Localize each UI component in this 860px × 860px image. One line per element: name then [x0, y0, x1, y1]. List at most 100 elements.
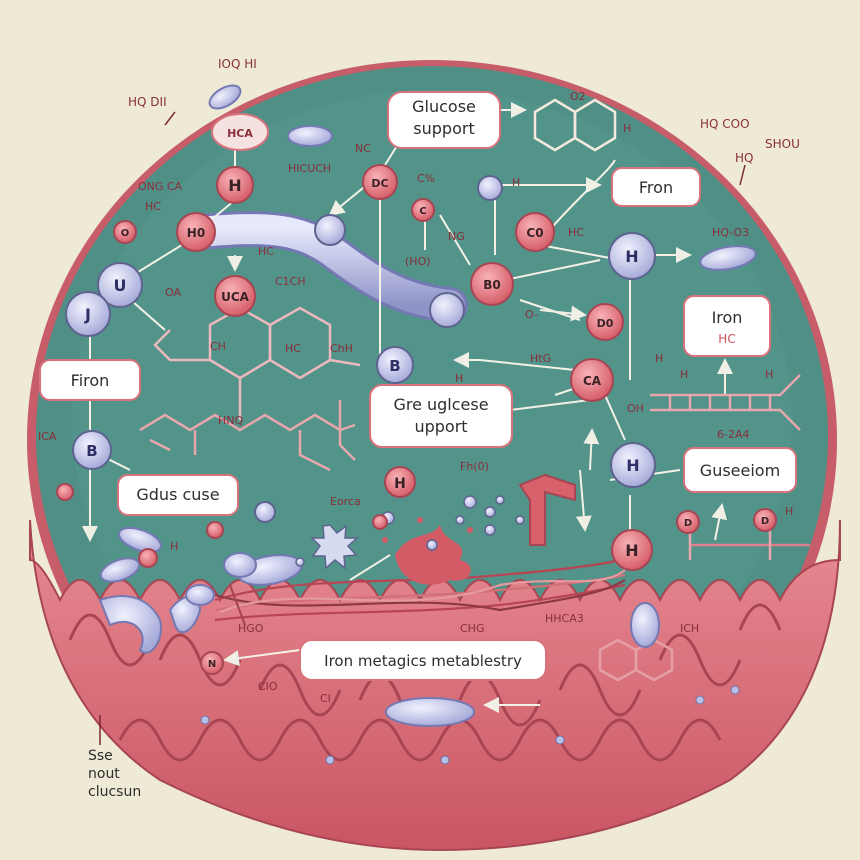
svg-text:O2: O2	[570, 90, 586, 103]
svg-text:HC: HC	[718, 332, 735, 346]
svg-text:HGO: HGO	[238, 622, 264, 635]
svg-text:CH: CH	[210, 340, 226, 353]
node-c-small: C	[411, 198, 435, 222]
label-gdus-cuse: Gdus cuse	[117, 474, 239, 516]
node-b0: B0	[470, 262, 514, 306]
node-h-bottom: H	[384, 466, 416, 498]
svg-text:B0: B0	[483, 278, 501, 292]
svg-text:Glucose: Glucose	[412, 97, 476, 116]
svg-text:Eorca: Eorca	[330, 495, 361, 508]
svg-text:IOQ HI: IOQ HI	[218, 57, 257, 71]
svg-text:B: B	[86, 442, 97, 460]
svg-text:ICH: ICH	[680, 622, 699, 635]
svg-text:Iron: Iron	[712, 308, 743, 327]
svg-text:CA: CA	[583, 374, 602, 388]
svg-text:Iron metagics metablestry: Iron metagics metablestry	[324, 652, 522, 670]
svg-text:Firon: Firon	[71, 371, 110, 390]
svg-text:D: D	[684, 518, 692, 529]
svg-text:H: H	[623, 122, 631, 135]
svg-text:O-: O-	[525, 308, 538, 321]
svg-text:UCA: UCA	[221, 290, 250, 304]
svg-text:support: support	[413, 119, 474, 138]
svg-text:NG: NG	[448, 230, 465, 243]
svg-text:ONG CA: ONG CA	[138, 180, 183, 193]
svg-text:B: B	[389, 357, 400, 375]
svg-text:NC: NC	[355, 142, 371, 155]
node-d-right1: D	[676, 510, 700, 534]
svg-text:U: U	[114, 276, 127, 295]
svg-text:H: H	[170, 540, 178, 553]
svg-text:HC: HC	[568, 226, 584, 239]
svg-text:CIO: CIO	[258, 680, 278, 693]
svg-text:H: H	[228, 176, 241, 195]
corner-notes: IOQ HI HQ DII HQ COO SHOU HQ	[128, 57, 800, 165]
node-u: U	[97, 262, 143, 308]
svg-text:ChH: ChH	[330, 342, 353, 355]
label-firon: Firon	[39, 359, 141, 401]
starburst-particle	[310, 524, 359, 570]
node-h-top: H	[216, 166, 254, 204]
svg-text:HC: HC	[285, 342, 301, 355]
svg-text:OH: OH	[627, 402, 644, 415]
node-h0: H0	[176, 212, 216, 252]
label-glucose-support: Glucose support	[387, 91, 501, 149]
svg-text:HQ-O3: HQ-O3	[712, 226, 749, 239]
svg-text:H: H	[512, 176, 520, 189]
svg-text:clucsun: clucsun	[88, 784, 141, 800]
svg-text:H: H	[626, 456, 639, 475]
label-iron-metagics: Iron metagics metablestry	[299, 639, 547, 681]
svg-text:HNQ: HNQ	[218, 414, 244, 427]
svg-text:Gdus cuse: Gdus cuse	[136, 485, 219, 504]
svg-text:O: O	[121, 228, 130, 239]
svg-text:HC: HC	[145, 200, 161, 213]
svg-text:J: J	[84, 305, 91, 324]
node-d-right2: D	[753, 508, 777, 532]
node-uca: UCA	[214, 275, 256, 317]
svg-text:H: H	[765, 368, 773, 381]
node-o-small: O	[113, 220, 137, 244]
svg-text:C1CH: C1CH	[275, 275, 306, 288]
svg-text:H: H	[785, 505, 793, 518]
node-c0: C0	[515, 212, 555, 252]
svg-text:DC: DC	[371, 177, 388, 190]
nodes-red: H H0 O UCA B0 C0 C DC D0 CA H H N D D	[56, 164, 777, 675]
svg-text:Fron: Fron	[639, 178, 673, 197]
nodes-blue: U J B B H H	[65, 175, 656, 523]
bottom-left-note: Sse nout clucsun	[88, 748, 141, 800]
svg-text:6-2A4: 6-2A4	[717, 428, 750, 441]
node-n-bottom: N	[200, 651, 224, 675]
node-ca: CA	[570, 358, 614, 402]
label-guseeiom: Guseeiom	[683, 447, 797, 493]
svg-text:CHG: CHG	[460, 622, 484, 635]
svg-text:C%: C%	[417, 172, 435, 185]
svg-text:H: H	[625, 541, 638, 560]
label-iron: Iron HC	[683, 295, 771, 357]
node-do: D0	[586, 303, 624, 341]
svg-text:H: H	[625, 247, 638, 266]
node-h-mid-right: H	[610, 442, 656, 488]
svg-text:nout: nout	[88, 766, 120, 782]
svg-text:Sse: Sse	[88, 748, 113, 764]
node-b-mid: B	[376, 346, 414, 384]
fiber-bundle	[214, 558, 626, 626]
svg-text:ICA: ICA	[38, 430, 57, 443]
intestinal-membrane	[29, 519, 841, 852]
svg-text:H: H	[655, 352, 663, 365]
hca-blob: HCA	[211, 113, 269, 151]
svg-text:HQ: HQ	[735, 151, 753, 165]
svg-text:HC: HC	[258, 245, 274, 258]
chain-structures	[139, 374, 810, 560]
svg-text:H: H	[394, 476, 406, 492]
node-h-bottom-right: H	[611, 529, 653, 571]
svg-text:Fh(0): Fh(0)	[460, 460, 489, 473]
svg-text:OA: OA	[165, 286, 181, 299]
node-j: J	[65, 291, 111, 337]
svg-text:D0: D0	[597, 317, 614, 330]
svg-text:C0: C0	[526, 226, 543, 240]
node-dc: DC	[362, 164, 398, 200]
svg-text:HCA: HCA	[227, 127, 253, 140]
label-fron: Fron	[611, 167, 701, 207]
svg-text:H: H	[455, 372, 463, 385]
